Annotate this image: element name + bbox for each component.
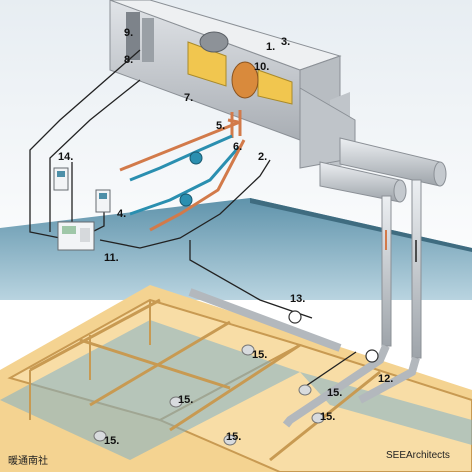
floor-plan [0, 285, 472, 472]
label-8: 8. [124, 54, 133, 66]
label-15-a: 15. [252, 349, 267, 361]
water-pipes [119, 120, 246, 232]
watermark-right: SEEArchitects [386, 450, 450, 461]
label-13: 13. [290, 293, 305, 305]
label-12: 12. [378, 373, 393, 385]
pressure-gauges [288, 310, 379, 363]
label-15-f: 15. [320, 411, 335, 423]
label-1: 1. [266, 41, 275, 53]
supply-ducts [188, 137, 447, 428]
label-5: 5. [216, 120, 225, 132]
terminal-units [93, 344, 325, 446]
watermark-left: 暖通南社 [8, 456, 48, 467]
control-wiring [29, 49, 357, 391]
label-11: 11. [104, 252, 119, 264]
label-3: 3. [281, 36, 290, 48]
label-15-b: 15. [178, 394, 193, 406]
label-14: 14. [58, 151, 73, 163]
label-2: 2. [258, 151, 267, 163]
label-15-d: 15. [104, 435, 119, 447]
callout-labels: 1. 2. 3. 4. 5. 6. 7. 8. 9. 10. 11. 12. 1… [58, 27, 393, 447]
label-15-c: 15. [327, 387, 342, 399]
label-15-e: 15. [226, 431, 241, 443]
label-4: 4. [117, 208, 126, 220]
controllers [53, 167, 111, 251]
label-10: 10. [254, 61, 269, 73]
label-9: 9. [124, 27, 133, 39]
label-6: 6. [233, 141, 242, 153]
label-7: 7. [184, 92, 193, 104]
